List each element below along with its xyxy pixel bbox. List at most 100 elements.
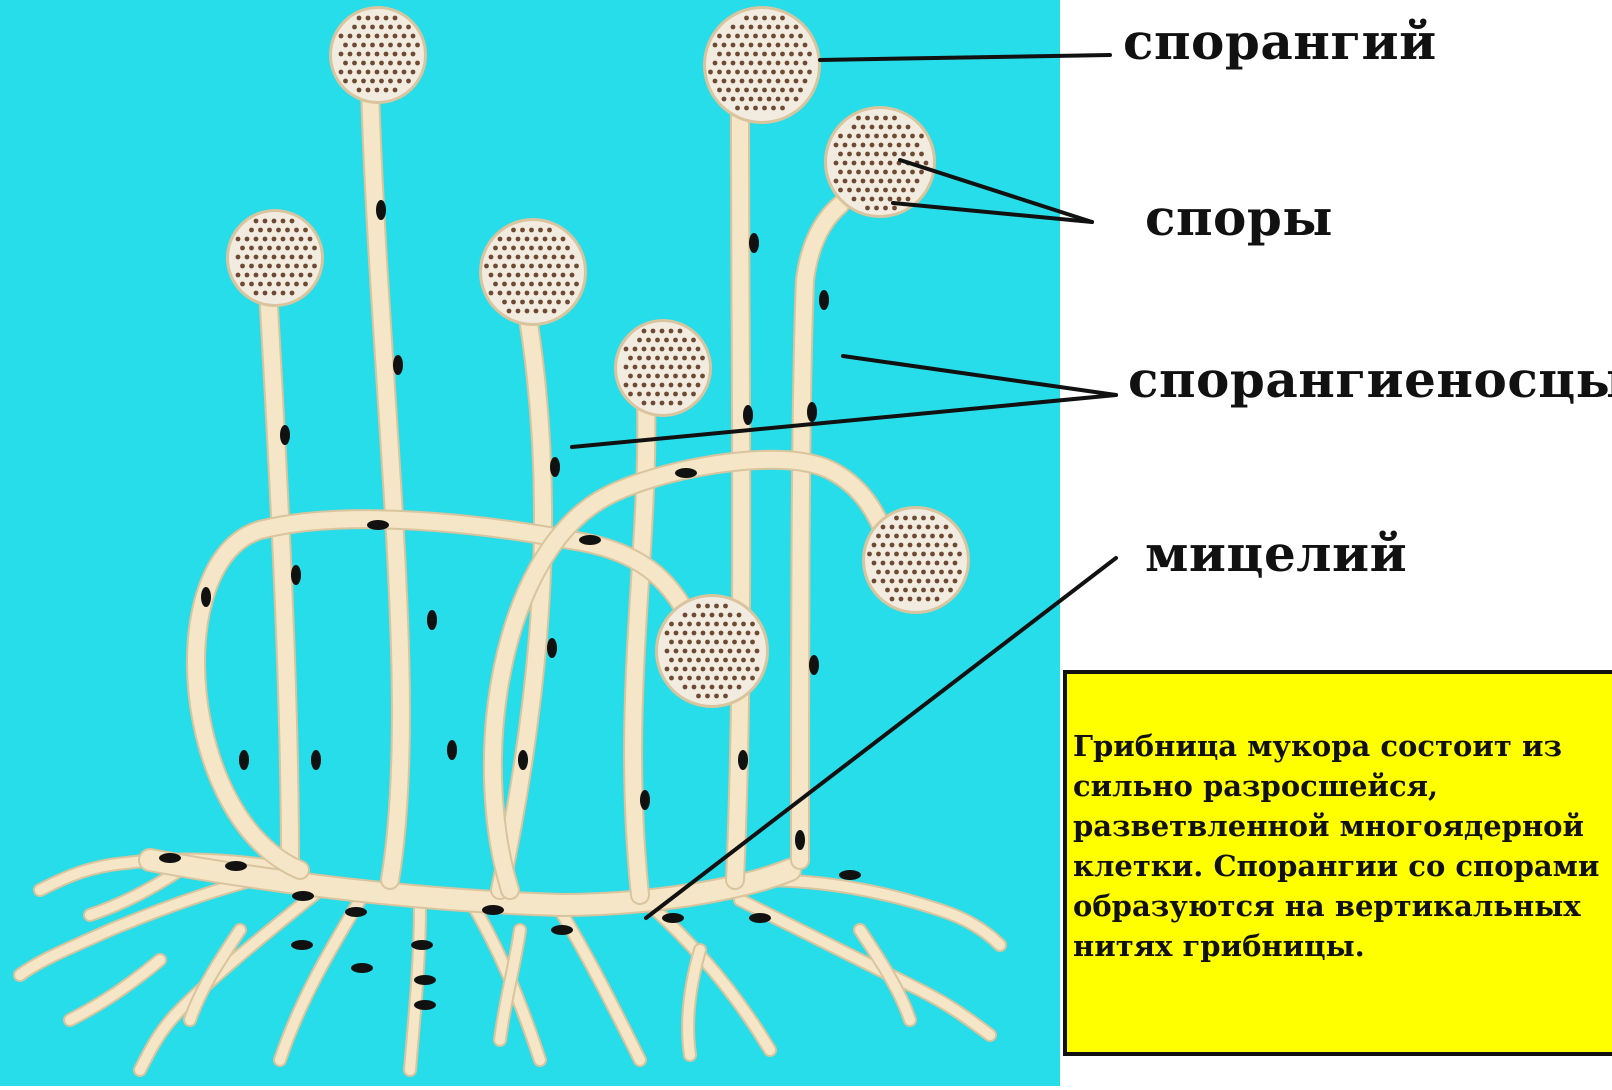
spore-dot-7-20 — [683, 667, 688, 672]
spore-dot-7-94 — [755, 667, 760, 672]
nucleus-25 — [292, 891, 314, 901]
spore-dot-7-64 — [723, 676, 728, 681]
spore-dot-4-70 — [897, 143, 902, 148]
spore-dot-4-1 — [834, 143, 839, 148]
spore-dot-3-1 — [493, 246, 498, 251]
spore-dot-7-35 — [701, 613, 706, 618]
spore-dot-0-2 — [339, 52, 344, 57]
spore-dot-5-14 — [646, 338, 651, 343]
spore-dot-7-31 — [696, 676, 701, 681]
spore-dot-2-90 — [794, 25, 799, 30]
spore-dot-1-59 — [299, 237, 304, 242]
spore-dot-7-91 — [750, 676, 755, 681]
spore-dot-7-26 — [692, 631, 697, 636]
spore-dot-3-68 — [556, 264, 561, 269]
spore-dot-3-78 — [561, 273, 566, 278]
label-mycelium: мицелий — [1145, 524, 1407, 583]
spore-dot-4-30 — [865, 170, 870, 175]
spore-dot-1-5 — [240, 282, 245, 287]
nucleus-22 — [675, 468, 697, 478]
spore-dot-5-12 — [637, 392, 642, 397]
info-text: Грибница мукора состоит из сильно разрос… — [1073, 726, 1612, 966]
spore-dot-4-3 — [834, 161, 839, 166]
spore-dot-6-38 — [908, 543, 913, 548]
spore-dot-5-41 — [673, 338, 678, 343]
sporangium-6 — [865, 509, 967, 611]
spore-dot-1-50 — [294, 228, 299, 233]
spore-dot-6-41 — [912, 570, 917, 575]
spore-dot-7-86 — [746, 631, 751, 636]
spore-dot-7-88 — [746, 649, 751, 654]
spore-dot-2-98 — [794, 97, 799, 102]
spore-dot-2-59 — [771, 16, 776, 21]
spore-dot-6-65 — [935, 525, 940, 530]
spore-dot-0-42 — [384, 34, 389, 39]
spore-dot-5-2 — [624, 365, 629, 370]
spore-dot-2-12 — [726, 70, 731, 75]
spore-dot-1-15 — [254, 237, 259, 242]
spore-dot-7-22 — [683, 685, 688, 690]
spore-dot-7-77 — [741, 622, 746, 627]
spore-dot-4-0 — [838, 134, 843, 139]
spore-dot-2-46 — [749, 97, 754, 102]
spore-dot-0-69 — [411, 70, 416, 75]
nucleus-23 — [159, 853, 181, 863]
spore-dot-7-2 — [669, 640, 674, 645]
spore-dot-7-12 — [674, 667, 679, 672]
spore-dot-1-20 — [258, 282, 263, 287]
spore-dot-7-29 — [696, 658, 701, 663]
spore-dot-7-15 — [687, 622, 692, 627]
spore-dot-4-59 — [892, 134, 897, 139]
spore-dot-0-20 — [361, 79, 366, 84]
spore-dot-6-24 — [890, 597, 895, 602]
nucleus-14 — [749, 233, 759, 253]
spore-dot-1-67 — [308, 255, 313, 260]
spore-dot-2-39 — [753, 34, 758, 39]
spore-dot-4-20 — [856, 170, 861, 175]
spore-dot-6-27 — [903, 534, 908, 539]
spore-dot-2-75 — [776, 61, 781, 66]
spore-dot-6-56 — [926, 525, 931, 530]
spore-dot-4-36 — [870, 125, 875, 130]
spore-dot-2-78 — [780, 88, 785, 93]
spore-dot-3-51 — [538, 282, 543, 287]
spore-dot-1-56 — [294, 282, 299, 287]
spore-dot-3-37 — [529, 246, 534, 251]
spore-dot-2-14 — [726, 88, 731, 93]
nucleus-28 — [351, 963, 373, 973]
spore-dot-3-73 — [552, 309, 557, 314]
spore-dot-5-0 — [624, 347, 629, 352]
spore-dot-3-57 — [547, 246, 552, 251]
spore-dot-2-8 — [726, 34, 731, 39]
nucleus-7 — [201, 587, 211, 607]
spore-dot-1-34 — [276, 246, 281, 251]
nucleus-36 — [839, 870, 861, 880]
nucleus-26 — [345, 907, 367, 917]
spore-dot-4-48 — [883, 134, 888, 139]
spore-dot-0-31 — [375, 16, 380, 21]
nucleus-10 — [547, 638, 557, 658]
spore-dot-3-22 — [507, 291, 512, 296]
spore-dot-5-3 — [628, 374, 633, 379]
nucleus-3 — [291, 565, 301, 585]
spore-dot-6-76 — [944, 543, 949, 548]
spore-dot-7-49 — [714, 640, 719, 645]
spore-dot-0-65 — [411, 34, 416, 39]
spore-dot-0-25 — [370, 43, 375, 48]
spore-dot-0-55 — [393, 70, 398, 75]
spore-dot-5-62 — [691, 374, 696, 379]
label-spores: споры — [1145, 188, 1333, 247]
spore-dot-6-62 — [926, 579, 931, 584]
spore-dot-4-66 — [888, 197, 893, 202]
spore-dot-5-37 — [660, 383, 665, 388]
spore-dot-4-65 — [892, 188, 897, 193]
spore-dot-6-77 — [948, 552, 953, 557]
spore-dot-3-63 — [547, 300, 552, 305]
spore-dot-3-40 — [525, 273, 530, 278]
spore-dot-5-59 — [687, 347, 692, 352]
spore-dot-2-45 — [753, 88, 758, 93]
spore-dot-0-26 — [366, 52, 371, 57]
nucleus-5 — [311, 750, 321, 770]
spore-dot-7-8 — [674, 631, 679, 636]
spore-dot-6-80 — [944, 579, 949, 584]
